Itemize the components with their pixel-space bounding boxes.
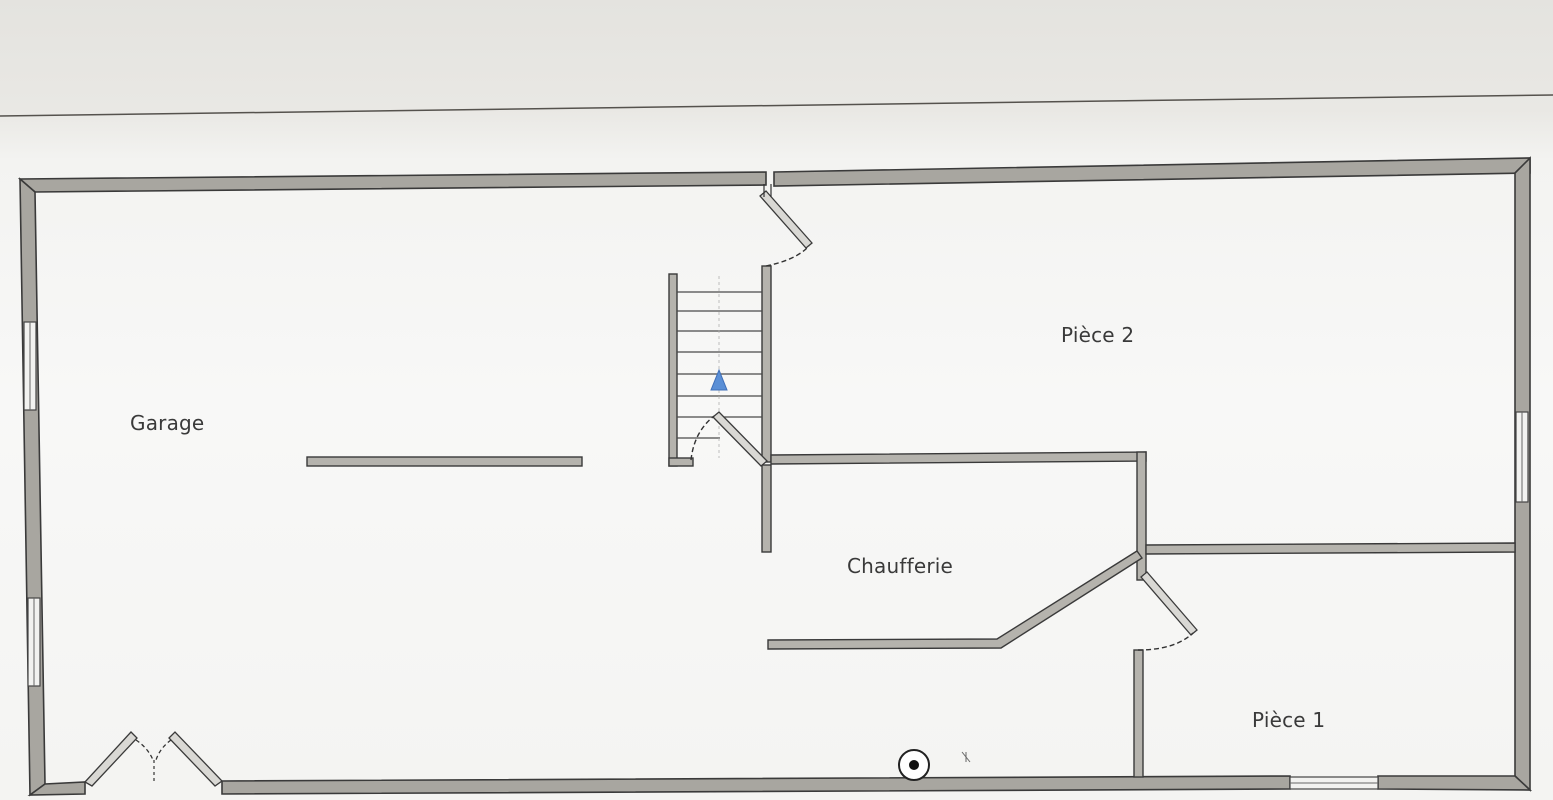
chaufferie-right-wall-top bbox=[1136, 451, 1147, 581]
windows bbox=[23, 321, 1529, 790]
sheet-top-line bbox=[0, 94, 1553, 117]
chaufferie-diagonal-wall bbox=[767, 550, 1143, 650]
garage-partition bbox=[306, 456, 583, 467]
garage-door-leaf-right bbox=[168, 731, 223, 787]
staircase bbox=[677, 276, 762, 458]
stair-bottom-stub bbox=[668, 457, 694, 467]
stair-direction-arrow bbox=[710, 368, 728, 391]
piece1-top-wall bbox=[1145, 542, 1516, 555]
stair-right-wall bbox=[761, 265, 772, 463]
boiler-symbol bbox=[898, 749, 930, 781]
room-label-chaufferie: Chaufferie bbox=[847, 554, 954, 578]
small-marker bbox=[961, 751, 971, 763]
chaufferie-right-wall-bottom bbox=[1133, 649, 1144, 778]
chaufferie-left-wall bbox=[761, 464, 772, 553]
room-label-piece-2: Pièce 2 bbox=[1061, 323, 1135, 347]
piece1-door-leaf bbox=[1140, 571, 1198, 636]
left-wall bbox=[19, 177, 46, 797]
stair-door-leaf bbox=[712, 411, 768, 467]
outer-walls bbox=[17, 156, 1533, 797]
bottom-wall-main bbox=[221, 775, 1291, 795]
top-wall-left bbox=[17, 171, 767, 193]
room-label-garage: Garage bbox=[130, 411, 205, 435]
garage-door-leaf-left bbox=[83, 731, 138, 787]
doors bbox=[83, 184, 1198, 787]
stair-left-wall bbox=[668, 273, 678, 467]
room-label-piece-1: Pièce 1 bbox=[1252, 708, 1326, 732]
top-wall-right bbox=[773, 157, 1531, 187]
chaufferie-top-wall bbox=[770, 451, 1147, 465]
interior-walls bbox=[306, 265, 1516, 778]
top-door-leaf bbox=[759, 190, 813, 249]
bottom-wall-right bbox=[1377, 775, 1533, 791]
